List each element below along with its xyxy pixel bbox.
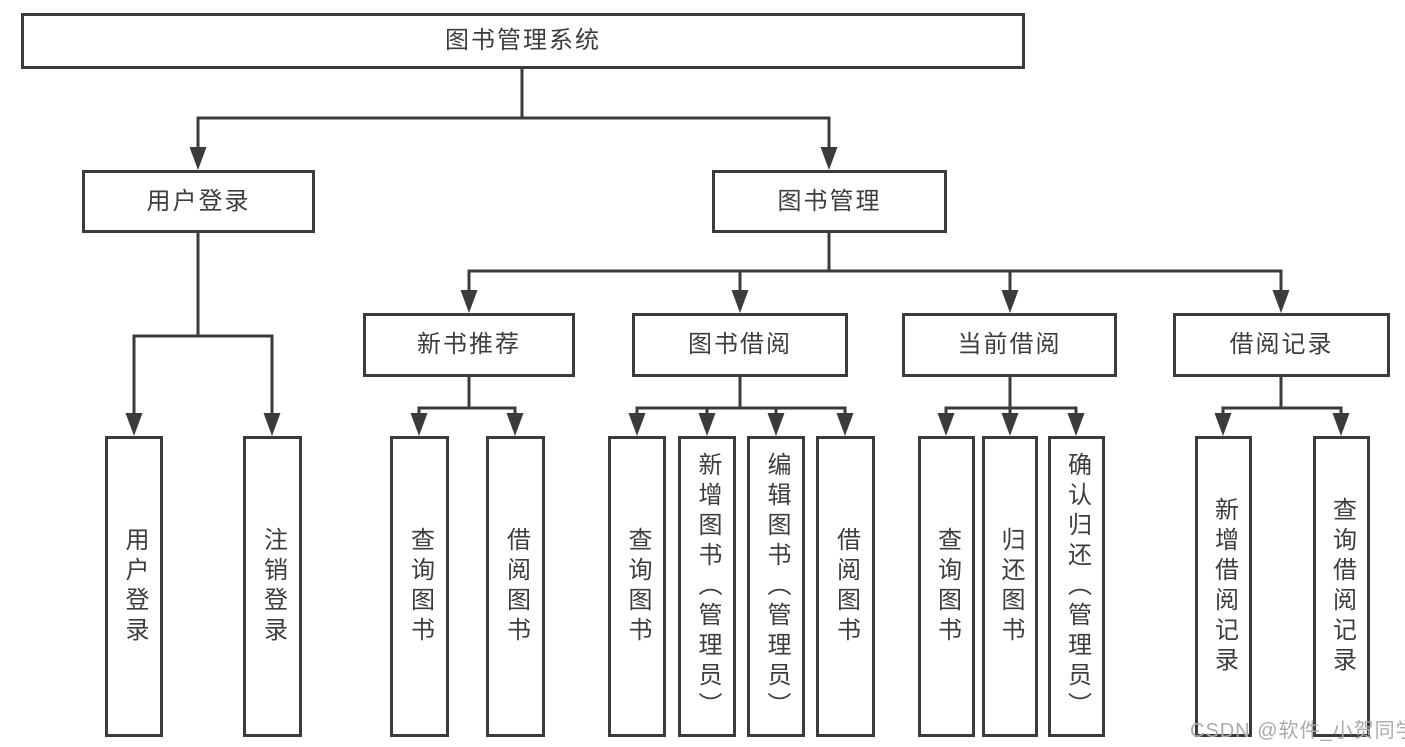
arrowhead (767, 413, 785, 436)
node-label: 图书管理系统 (445, 27, 601, 54)
node-label: 新书推荐 (417, 331, 521, 358)
node-label: 归还图书 (997, 526, 1024, 647)
node-user-login: 用户登录 (82, 170, 315, 233)
arrowhead (731, 290, 749, 313)
node-current-borrowing: 当前借阅 (902, 313, 1117, 377)
node-borrowing-records: 借阅记录 (1173, 313, 1390, 377)
leaf-query-books-recommend: 查询图书 (390, 436, 449, 737)
node-book-borrowing: 图书借阅 (632, 313, 848, 377)
node-label: 借阅图书 (832, 526, 860, 647)
node-label: 用户登录 (121, 526, 148, 647)
arrowhead (1272, 290, 1290, 313)
leaf-add-book-admin: 新增图书（管理员） (678, 436, 736, 737)
leaf-logout: 注销登录 (243, 436, 302, 737)
arrowhead (1214, 413, 1232, 436)
arrowhead (1332, 413, 1350, 436)
leaf-borrow-books-borrowing: 借阅图书 (816, 436, 875, 737)
node-label: 查询借阅记录 (1328, 496, 1356, 677)
arrowhead (263, 413, 281, 436)
arrowhead (189, 147, 207, 170)
arrowhead (506, 413, 524, 436)
arrowhead (1067, 413, 1085, 436)
csdn-watermark: CSDN @软件_小贺同学 (1190, 720, 1405, 742)
node-label: 查询图书 (933, 526, 961, 647)
node-label: 新增图书（管理员） (694, 451, 721, 722)
arrowhead (410, 413, 428, 436)
node-label: 查询图书 (406, 526, 434, 647)
node-label: 图书借阅 (688, 331, 792, 358)
arrowhead (1001, 413, 1019, 436)
leaf-edit-book-admin: 编辑图书（管理员） (747, 436, 805, 737)
leaf-add-borrow-record: 新增借阅记录 (1195, 436, 1252, 737)
arrowhead (628, 413, 646, 436)
node-new-book-recommend: 新书推荐 (363, 313, 575, 377)
arrowhead (460, 290, 478, 313)
arrowhead (836, 413, 854, 436)
leaf-query-books-borrowing: 查询图书 (608, 436, 666, 737)
node-book-management: 图书管理 (712, 170, 947, 233)
arrowhead (1001, 290, 1019, 313)
leaf-user-login: 用户登录 (105, 436, 163, 737)
node-label: 借阅记录 (1229, 331, 1334, 358)
node-library-management-system: 图书管理系统 (21, 13, 1025, 69)
node-label: 查询图书 (624, 526, 651, 647)
leaf-query-borrow-record: 查询借阅记录 (1313, 436, 1370, 737)
node-label: 借阅图书 (502, 526, 530, 647)
node-label: 当前借阅 (957, 331, 1062, 358)
leaf-confirm-return-admin: 确认归还（管理员） (1048, 436, 1105, 737)
node-label: 新增借阅记录 (1210, 496, 1238, 677)
arrowhead (698, 413, 716, 436)
arrowhead (937, 413, 955, 436)
node-label: 编辑图书（管理员） (763, 451, 790, 722)
node-label: 图书管理 (777, 187, 882, 215)
leaf-return-books: 归还图书 (982, 436, 1038, 737)
node-label: 用户登录 (146, 187, 251, 215)
node-label: 注销登录 (259, 526, 287, 647)
arrowhead (125, 413, 143, 436)
node-label: 确认归还（管理员） (1063, 451, 1091, 722)
leaf-query-books-current: 查询图书 (918, 436, 975, 737)
leaf-borrow-books-recommend: 借阅图书 (486, 436, 545, 737)
arrowhead (820, 147, 838, 170)
